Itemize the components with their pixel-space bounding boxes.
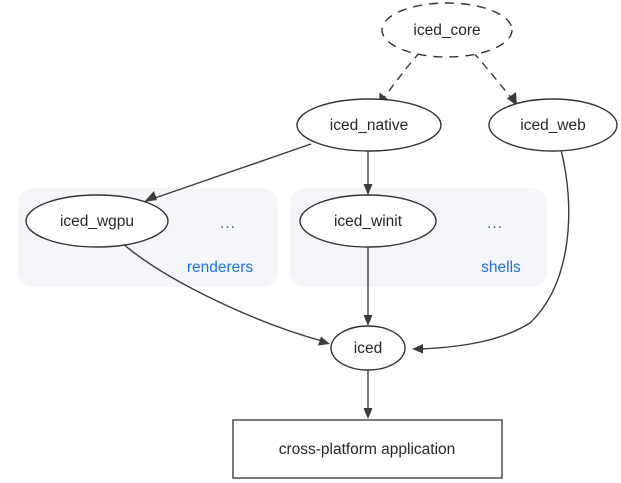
edge-core-to-native-path	[382, 51, 421, 100]
cluster-shells-label: shells	[481, 259, 521, 276]
node-iced-winit-label: iced_winit	[334, 213, 403, 230]
node-iced-native-label: iced_native	[330, 117, 408, 134]
edge-web-to-iced-path	[420, 149, 570, 350]
cluster-renderers-label: renderers	[187, 259, 254, 276]
edge-native-to-winit-arrowhead	[363, 184, 373, 195]
edge-winit-to-iced	[363, 247, 373, 326]
node-iced-wgpu-shape[interactable]	[25, 194, 169, 248]
node-iced[interactable]: iced	[330, 325, 406, 371]
node-cross-platform-application[interactable]: cross-platform application	[232, 419, 503, 479]
edge-iced-to-app-arrowhead	[363, 408, 373, 419]
cluster-shells-ellipsis: ...	[487, 215, 503, 232]
edge-iced-to-app	[363, 370, 373, 419]
edge-wgpu-to-iced-arrowhead	[318, 336, 330, 346]
edge-core-to-web-path	[472, 51, 513, 100]
edge-native-to-wgpu-arrowhead	[144, 191, 157, 202]
edge-native-to-winit	[363, 151, 373, 195]
node-iced-wgpu-label: iced_wgpu	[60, 213, 134, 230]
node-iced-core[interactable]: iced_core	[381, 2, 513, 58]
node-iced-wgpu[interactable]: iced_wgpu	[25, 194, 169, 248]
edge-core-to-native	[379, 51, 421, 106]
node-iced-core-label: iced_core	[413, 22, 480, 39]
node-iced-native[interactable]: iced_native	[296, 98, 442, 152]
edge-web-to-iced	[412, 149, 570, 354]
node-iced-core-shape[interactable]	[381, 2, 513, 58]
node-iced-winit[interactable]: iced_winit	[299, 194, 437, 248]
node-cross-platform-application-shape[interactable]	[232, 419, 503, 479]
edge-wgpu-to-iced-path	[121, 242, 323, 342]
edge-core-to-web	[472, 51, 517, 106]
node-iced-winit-shape[interactable]	[299, 194, 437, 248]
edge-web-to-iced-arrowhead	[412, 344, 423, 354]
node-cross-platform-application-label: cross-platform application	[279, 441, 456, 458]
node-iced-native-shape[interactable]	[296, 98, 442, 152]
edge-native-to-wgpu	[144, 143, 312, 202]
node-iced-web-label: iced_web	[520, 117, 586, 134]
node-iced-label: iced	[354, 340, 382, 357]
node-iced-web[interactable]: iced_web	[488, 98, 618, 152]
node-iced-web-shape[interactable]	[488, 98, 618, 152]
edge-wgpu-to-iced	[121, 242, 330, 346]
cluster-renderers-ellipsis: ...	[220, 215, 236, 232]
edge-core-to-web-arrowhead	[507, 92, 517, 106]
edge-winit-to-iced-arrowhead	[363, 315, 373, 326]
node-iced-shape[interactable]	[330, 325, 406, 371]
edge-native-to-wgpu-path	[151, 143, 312, 200]
